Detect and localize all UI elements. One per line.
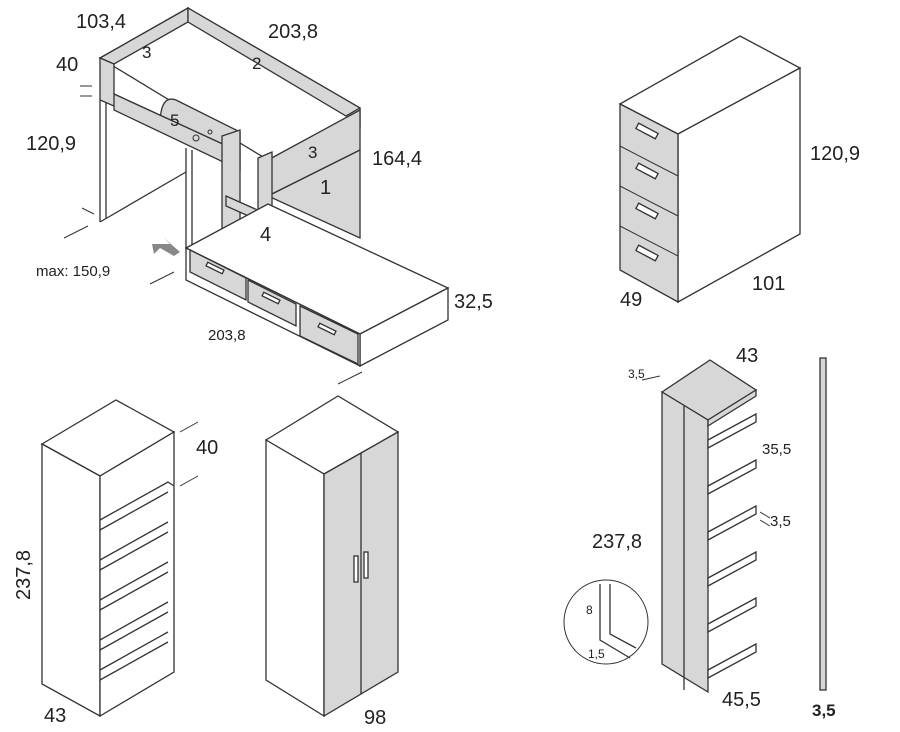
dim-tick-3 bbox=[337, 371, 363, 385]
rail-hole-2 bbox=[207, 129, 213, 135]
corner-shelf-3 bbox=[707, 504, 757, 542]
shelf-3b bbox=[99, 571, 169, 611]
chest-of-drawers: 120,9 49 101 bbox=[618, 35, 860, 311]
bunk-side-rail bbox=[187, 6, 362, 117]
bunk-part-1: 1 bbox=[320, 177, 331, 199]
bunk-part-3a: 3 bbox=[142, 43, 151, 62]
shelf-1b bbox=[99, 491, 169, 531]
shelf-4 bbox=[99, 601, 169, 641]
chest-divider-2 bbox=[619, 185, 679, 217]
dim-tick-2 bbox=[149, 271, 175, 285]
bunk-total-height: 164,4 bbox=[372, 148, 422, 170]
corner-tick-1 bbox=[641, 375, 661, 381]
corner-tick-3 bbox=[759, 519, 771, 527]
wardrobe-side bbox=[265, 438, 325, 718]
bunk-depth-top: 103,4 bbox=[76, 11, 126, 33]
open-shelving: 40 43 237,8 bbox=[13, 399, 218, 727]
bunk-part-2: 2 bbox=[252, 54, 261, 73]
corner-shelf-6 bbox=[707, 642, 757, 680]
corner-side-thickness: 3,5 bbox=[628, 367, 645, 381]
detail-profile bbox=[599, 584, 631, 659]
drawer-handle-1 bbox=[205, 261, 225, 275]
bunk-drawer-height: 32,5 bbox=[454, 291, 493, 313]
drawer-handle-2 bbox=[261, 291, 281, 305]
shelf-3 bbox=[99, 561, 169, 601]
shelving-side bbox=[41, 442, 101, 718]
chest-divider-1 bbox=[619, 145, 679, 177]
bunk-height: 120,9 bbox=[26, 133, 76, 155]
wardrobe-handle-left bbox=[353, 555, 359, 583]
shelf-2b bbox=[99, 531, 169, 571]
shelving-tick-2 bbox=[179, 475, 199, 487]
bunk-part-5: 5 bbox=[170, 111, 179, 130]
corner-shelf: 8 1,5 43 3,5 35,5 3,5 237,8 45,5 bbox=[563, 345, 791, 711]
drawer-1 bbox=[189, 248, 247, 302]
corner-bottom-width: 45,5 bbox=[722, 689, 761, 711]
shelving-tick-1 bbox=[179, 421, 199, 433]
rail-hole-1 bbox=[192, 134, 200, 142]
detail-circle bbox=[563, 579, 649, 665]
corner-top-edge bbox=[707, 388, 757, 428]
drawer-3 bbox=[299, 304, 359, 366]
detail-a: 8 bbox=[586, 603, 593, 617]
corner-tick-2 bbox=[759, 511, 771, 519]
shelving-height: 237,8 bbox=[13, 550, 35, 600]
shelving-depth: 40 bbox=[196, 437, 218, 459]
bunk-part-3b: 3 bbox=[308, 143, 317, 162]
detail-profile-2 bbox=[609, 584, 637, 649]
strip-thickness: 3,5 bbox=[812, 701, 836, 720]
chest-handle-3 bbox=[635, 202, 659, 220]
chest-divider-3 bbox=[619, 225, 679, 257]
direction-arrow-icon bbox=[152, 238, 180, 256]
dim-tick-6 bbox=[81, 207, 95, 215]
dim-tick-1 bbox=[63, 225, 89, 239]
corner-shelf-5 bbox=[707, 596, 757, 634]
bunk-rail-height: 40 bbox=[56, 54, 78, 76]
wardrobe-handle-right bbox=[363, 551, 369, 579]
corner-shelf-thickness: 3,5 bbox=[770, 513, 791, 530]
drawer-2 bbox=[247, 278, 297, 328]
bunk-part-4: 4 bbox=[260, 224, 271, 246]
wardrobe: 98 bbox=[264, 395, 400, 729]
bunk-floor-line bbox=[99, 171, 187, 223]
strip: 3,5 bbox=[812, 357, 836, 720]
bunk-bed: 103,4 203,8 40 120,9 164,4 max: 150,9 20… bbox=[26, 6, 493, 385]
bunk-max-label: max: 150,9 bbox=[36, 263, 110, 280]
chest-handle-1 bbox=[635, 122, 659, 140]
corner-shelf-spacing: 35,5 bbox=[762, 441, 791, 458]
chest-depth: 49 bbox=[620, 289, 642, 311]
wardrobe-width: 98 bbox=[364, 707, 386, 729]
shelf-4b bbox=[99, 611, 169, 651]
strip-bar bbox=[819, 357, 827, 691]
drawer-handle-3 bbox=[317, 322, 337, 336]
corner-shelf-1 bbox=[707, 412, 757, 450]
shelving-width: 43 bbox=[44, 705, 66, 727]
shelving-front bbox=[99, 430, 175, 718]
corner-top-depth: 43 bbox=[736, 345, 758, 367]
corner-back bbox=[661, 390, 709, 694]
chest-handle-2 bbox=[635, 162, 659, 180]
bunk-length-top: 203,8 bbox=[268, 21, 318, 43]
shelf-5b bbox=[99, 641, 169, 681]
shelf-2 bbox=[99, 521, 169, 561]
chest-height: 120,9 bbox=[810, 143, 860, 165]
corner-shelf-2 bbox=[707, 458, 757, 496]
bunk-length-bottom: 203,8 bbox=[208, 327, 246, 344]
corner-shelf-4 bbox=[707, 550, 757, 588]
bunk-panel-1 bbox=[266, 148, 361, 240]
chest-handle-4 bbox=[635, 244, 659, 262]
shelf-1 bbox=[99, 481, 175, 521]
detail-b: 1,5 bbox=[588, 647, 605, 661]
shelf-5 bbox=[99, 631, 169, 671]
corner-height: 237,8 bbox=[592, 531, 642, 553]
chest-width: 101 bbox=[752, 273, 785, 295]
